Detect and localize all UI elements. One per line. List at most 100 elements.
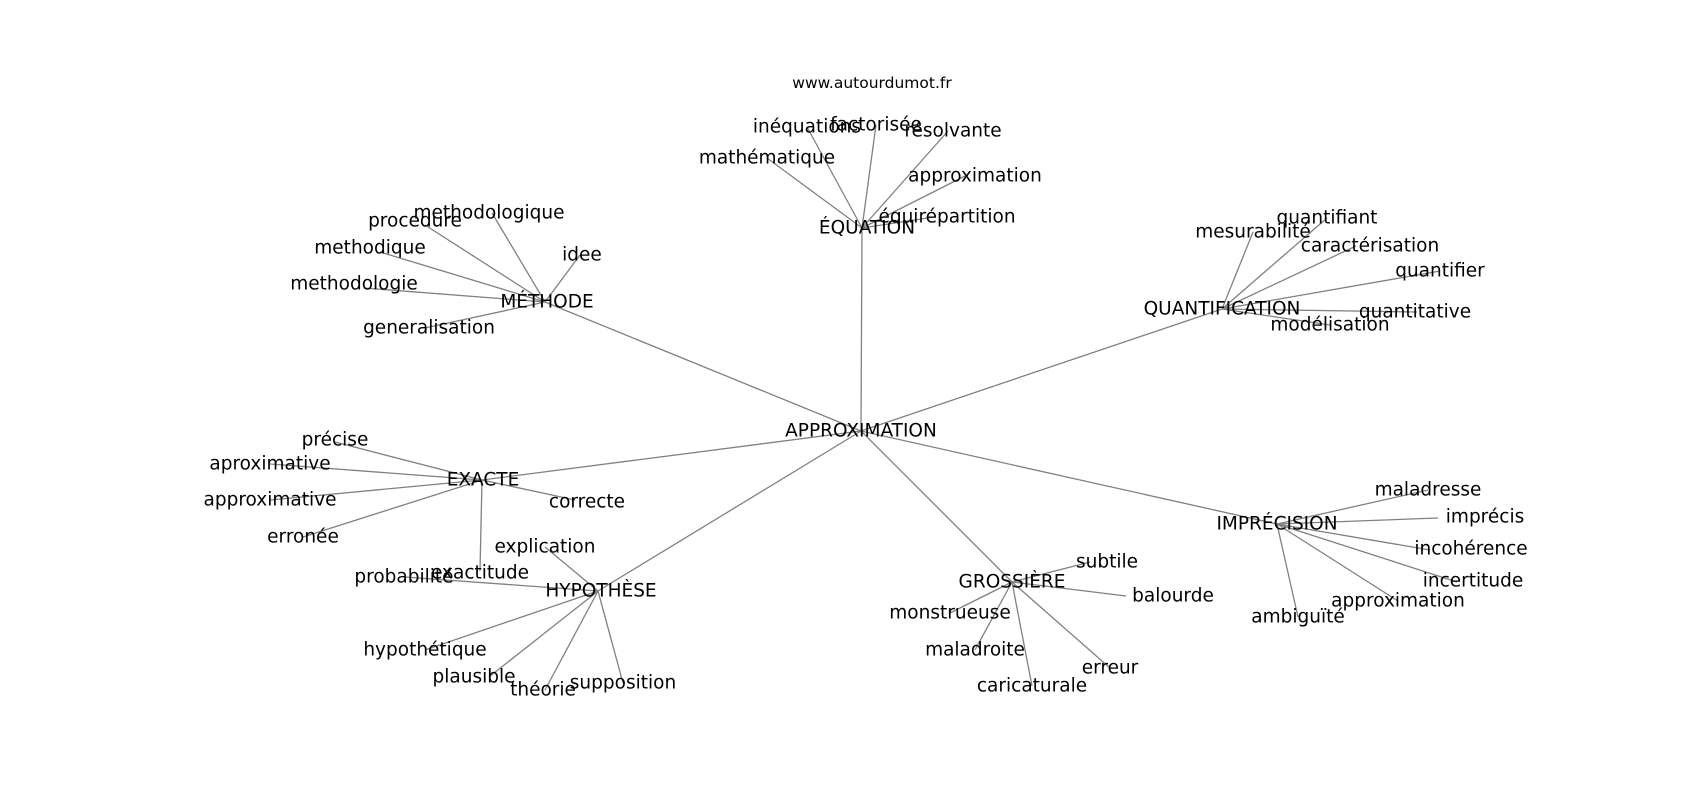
edge-root-hypothese — [597, 430, 862, 592]
leaf-node-quantitative[interactable]: quantitative — [1359, 302, 1471, 323]
edge-methode-methodologie — [363, 287, 546, 303]
leaf-node-probabilite[interactable]: probabilité — [354, 567, 453, 588]
leaf-node-factorisee[interactable]: factorisée — [830, 115, 922, 136]
leaf-node-equirepartition[interactable]: équirépartition — [878, 207, 1015, 228]
edge-grossiere-balourde — [1011, 581, 1127, 597]
leaf-node-methodique[interactable]: methodique — [314, 238, 425, 259]
leaf-node-mesurabilite[interactable]: mesurabilité — [1195, 222, 1311, 243]
leaf-node-incoherence[interactable]: incohérence — [1414, 539, 1527, 560]
edge-hypothese-plausible — [488, 590, 599, 678]
edge-root-equation — [860, 227, 863, 432]
leaf-node-ambiguite[interactable]: ambiguïté — [1251, 607, 1345, 628]
leaf-node-monstrueuse[interactable]: monstrueuse — [889, 603, 1010, 624]
leaf-node-supposition[interactable]: supposition — [570, 673, 676, 694]
edge-imprecision-approximation — [1276, 523, 1399, 602]
edge-methode-idee — [544, 254, 581, 303]
hub-node-grossiere[interactable]: GROSSIÈRE — [959, 571, 1066, 593]
leaf-node-inequations[interactable]: inéquations — [753, 117, 861, 138]
edge-root-grossiere — [860, 430, 1013, 583]
leaf-node-generalisation[interactable]: generalisation — [363, 318, 495, 339]
edge-hypothese-hypothetique — [424, 590, 599, 651]
edge-grossiere-erreur — [1011, 581, 1111, 669]
edge-imprecision-ambiguite — [1276, 523, 1299, 618]
leaf-node-approximation[interactable]: approximation — [908, 166, 1042, 187]
leaf-node-incertitude[interactable]: incertitude — [1423, 571, 1524, 592]
leaf-node-procedure[interactable]: procedure — [368, 211, 462, 232]
leaf-node-maladresse[interactable]: maladresse — [1375, 480, 1482, 501]
leaf-node-exactitude[interactable]: exactitude — [431, 563, 529, 584]
edge-quantification-quantifier — [1221, 270, 1441, 310]
leaf-node-caracterisation[interactable]: caractérisation — [1301, 236, 1439, 257]
edge-grossiere-subtile — [1011, 561, 1091, 583]
edge-equation-approximation — [861, 175, 966, 229]
edge-methode-methodique — [379, 251, 546, 303]
leaf-node-caricaturale[interactable]: caricaturale — [977, 676, 1087, 697]
edge-equation-factorisee — [861, 124, 877, 229]
edge-imprecision-incertitude — [1276, 523, 1458, 583]
leaf-node-maladroite[interactable]: maladroite — [925, 640, 1025, 661]
leaf-node-quantifier[interactable]: quantifier — [1395, 261, 1485, 282]
leaf-node-erreur[interactable]: erreur — [1082, 658, 1139, 679]
leaf-node-methodologie[interactable]: methodologie — [290, 274, 418, 295]
graph-edges — [269, 124, 1458, 691]
hub-node-equation[interactable]: ÉQUATION — [819, 217, 915, 239]
edge-equation-equirepartition — [861, 216, 935, 229]
edge-equation-mathematique — [766, 157, 863, 229]
edge-exacte-exactitude — [479, 479, 483, 572]
edge-exacte-precise — [334, 441, 483, 481]
leaf-node-approximation[interactable]: approximation — [1331, 591, 1465, 612]
edge-exacte-aproximative — [269, 463, 483, 481]
edge-methode-methodologique — [491, 212, 546, 303]
edge-quantification-mesurabilite — [1221, 231, 1254, 310]
edge-hypothese-explication — [544, 546, 599, 592]
edge-exacte-correcte — [481, 479, 576, 501]
leaf-node-mathematique[interactable]: mathématique — [699, 148, 835, 169]
edge-methode-generalisation — [424, 301, 546, 329]
edge-imprecision-imprecis — [1276, 517, 1439, 525]
leaf-node-correcte[interactable]: correcte — [549, 492, 625, 513]
edge-root-imprecision — [860, 430, 1278, 525]
leaf-node-precise[interactable]: précise — [302, 430, 369, 451]
leaf-node-resolvante[interactable]: résolvante — [904, 121, 1001, 142]
leaf-node-explication[interactable]: explication — [495, 537, 596, 558]
edge-exacte-erronee — [302, 479, 483, 538]
site-credit: www.autourdumot.fr — [792, 74, 952, 92]
leaf-node-hypothetique[interactable]: hypothétique — [363, 640, 486, 661]
edge-grossiere-maladroite — [974, 581, 1013, 651]
edge-hypothese-probabilite — [403, 576, 599, 592]
edge-root-methode — [544, 301, 862, 432]
edge-quantification-quantitative — [1221, 308, 1418, 313]
edge-imprecision-incoherence — [1276, 523, 1431, 551]
hub-node-hypothese[interactable]: HYPOTHÈSE — [545, 580, 656, 602]
edge-quantification-caracterisation — [1221, 245, 1357, 310]
graph-labels: www.autourdumot.fr APPROXIMATION ÉQUATION… — [204, 74, 1528, 701]
edge-equation-inequations — [806, 126, 863, 229]
edge-hypothese-supposition — [597, 590, 624, 684]
leaf-node-balourde[interactable]: balourde — [1132, 586, 1214, 607]
edge-grossiere-monstrueuse — [949, 581, 1013, 614]
leaf-node-methodologique[interactable]: methodologique — [414, 203, 565, 224]
leaf-node-plausible[interactable]: plausible — [433, 667, 516, 688]
leaf-node-subtile[interactable]: subtile — [1076, 552, 1138, 573]
leaf-node-theorie[interactable]: théorie — [510, 680, 576, 701]
hub-node-exacte[interactable]: EXACTE — [447, 470, 520, 491]
root-node[interactable]: APPROXIMATION — [785, 421, 937, 442]
leaf-node-idee[interactable]: idee — [562, 245, 602, 266]
edge-equation-resolvante — [861, 130, 949, 229]
edge-imprecision-maladresse — [1276, 489, 1429, 525]
edge-root-exacte — [481, 430, 862, 481]
hub-node-imprecision[interactable]: IMPRÉCISION — [1216, 513, 1337, 535]
leaf-node-approximative[interactable]: approximative — [204, 490, 337, 511]
leaf-node-aproximative[interactable]: aproximative — [209, 454, 330, 475]
edge-quantification-modelisation — [1221, 308, 1331, 326]
leaf-node-imprecis[interactable]: imprécis — [1446, 507, 1524, 528]
hub-node-methode[interactable]: MÉTHODE — [500, 291, 593, 313]
leaf-node-modelisation[interactable]: modélisation — [1270, 315, 1389, 336]
hub-node-quantification[interactable]: QUANTIFICATION — [1144, 299, 1301, 320]
edge-methode-procedure — [424, 224, 546, 303]
edge-root-quantification — [860, 308, 1223, 432]
edge-grossiere-caricaturale — [1011, 581, 1033, 687]
leaf-node-erronee[interactable]: erronée — [267, 527, 339, 548]
leaf-node-quantifiant[interactable]: quantifiant — [1277, 208, 1378, 229]
